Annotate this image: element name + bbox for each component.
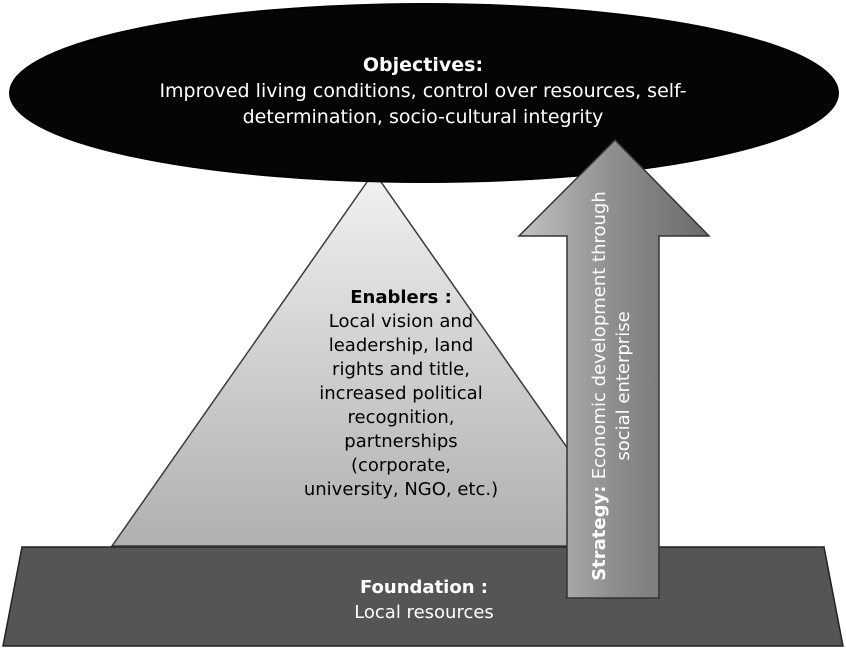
- enablers-heading: Enablers :: [350, 287, 452, 308]
- foundation-label: Foundation : Local resources: [300, 575, 548, 625]
- strategy-arrow: [517, 138, 711, 599]
- foundation-body: Local resources: [354, 602, 494, 623]
- objectives-label: Objectives: Improved living conditions, …: [140, 52, 706, 130]
- strategy-body: Economic development through social ente…: [589, 191, 634, 480]
- strategy-heading: Strategy:: [589, 479, 610, 581]
- strategy-label: Strategy: Economic development through s…: [588, 176, 636, 596]
- enablers-body: Local vision and leadership, land rights…: [303, 311, 499, 500]
- enablers-label: Enablers : Local vision and leadership, …: [256, 286, 546, 502]
- enablers-pyramid: [110, 170, 638, 547]
- objectives-ellipse: [9, 3, 839, 183]
- foundation-heading: Foundation :: [359, 577, 488, 598]
- objectives-heading: Objectives:: [362, 54, 484, 76]
- objectives-body: Improved living conditions, control over…: [159, 80, 687, 128]
